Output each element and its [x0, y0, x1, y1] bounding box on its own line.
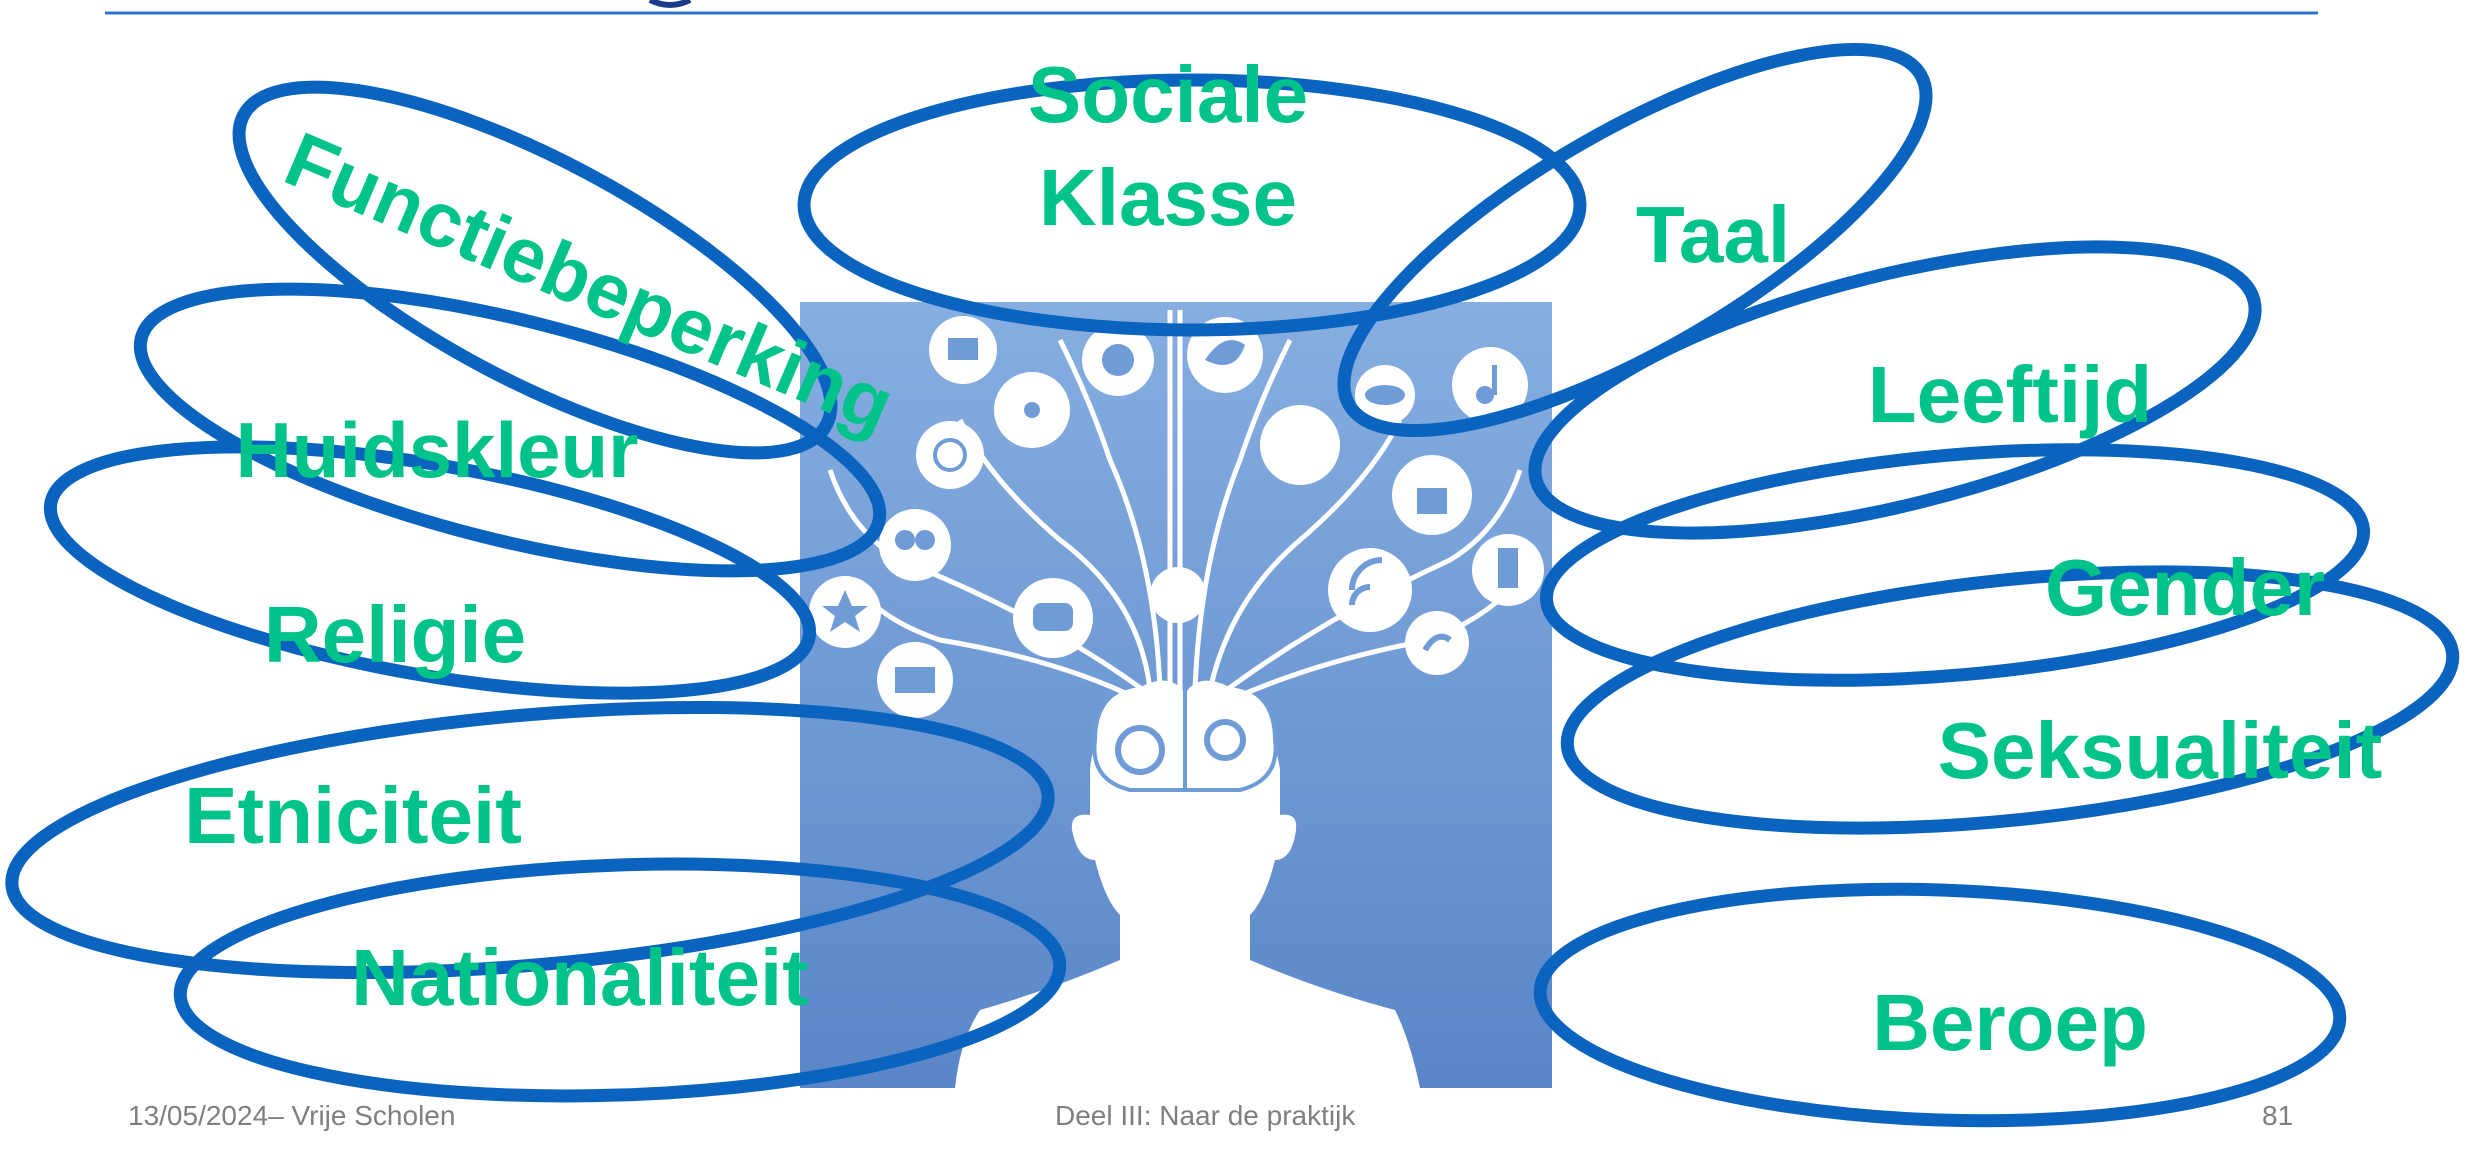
label-huidskleur: Huidskleur	[235, 406, 638, 494]
label-taal: Taal	[1636, 190, 1790, 279]
users-icon	[879, 509, 951, 581]
label-gender: Gender	[2045, 543, 2325, 632]
ellipse-religie	[43, 440, 817, 700]
label-sociale: Sociale	[1028, 50, 1308, 139]
ellipse-seksualiteit	[1560, 565, 2460, 835]
phone-icon	[1405, 611, 1469, 675]
title-remnant	[648, 0, 692, 8]
ellipse-leeftijd	[1528, 240, 2262, 540]
gear-icon	[1115, 725, 1165, 775]
label-etniciteit: Etniciteit	[184, 771, 522, 860]
footer-section: Deel III: Naar de praktijk	[1055, 1100, 1356, 1131]
head-silhouette-icon	[955, 705, 1420, 1088]
label-seksualiteit: Seksualiteit	[1938, 706, 2383, 795]
media-icons	[809, 316, 1544, 718]
link-icon	[1260, 405, 1340, 485]
label-functiebeperking: Functiebeperking	[273, 115, 906, 450]
gear-icon	[1204, 719, 1246, 761]
ellipse-sociale-klasse	[797, 73, 1587, 337]
ellipse-gender	[1539, 443, 2371, 687]
center-image	[800, 302, 1552, 1088]
ellipse-etniciteit	[5, 700, 1055, 980]
label-beroep: Beroep	[1872, 978, 2148, 1067]
globe-icon	[916, 421, 984, 489]
ellipse-functiebeperking	[232, 80, 838, 460]
ellipse-huidskleur	[133, 282, 887, 578]
label-religie: Religie	[264, 590, 526, 679]
label-leeftijd: Leeftijd	[1868, 350, 2152, 439]
label-nationaliteit: Nationaliteit	[351, 933, 809, 1022]
label-klasse: Klasse	[1039, 153, 1297, 242]
page-number: 81	[2262, 1100, 2294, 1131]
thumbs-up-icon	[1150, 567, 1206, 623]
ellipse-nationaliteit	[173, 857, 1067, 1103]
footer-date-org: 13/05/2024– Vrije Scholen	[128, 1100, 456, 1131]
music-note-icon	[1452, 347, 1528, 423]
icon-glyphs	[822, 338, 1518, 693]
ellipse-beroep	[1533, 882, 2347, 1128]
